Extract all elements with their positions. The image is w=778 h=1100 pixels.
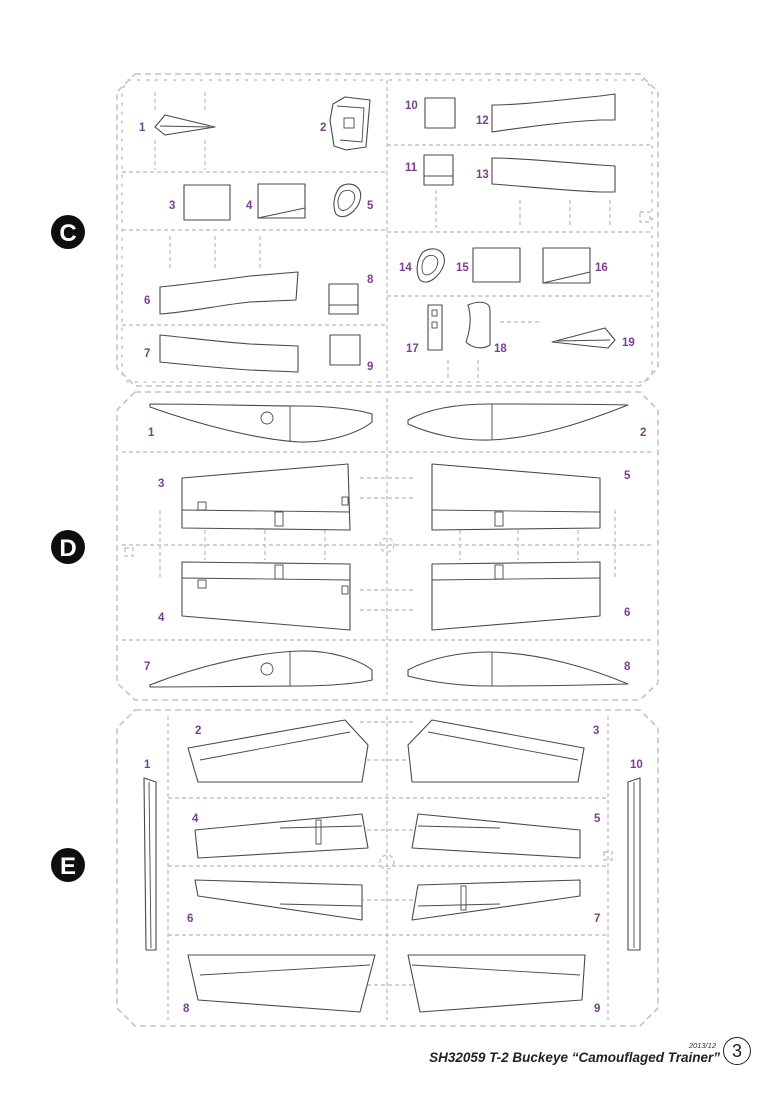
label-c18: 18: [494, 343, 507, 355]
part-d8: [407, 651, 629, 687]
part-c15: [472, 247, 521, 283]
label-c5: 5: [367, 200, 374, 212]
part-e2: [187, 719, 369, 783]
sprue-e: 1 2 3 4 5 6 7 8 9 10 E: [51, 709, 659, 1027]
part-c9: [329, 334, 361, 366]
label-c10: 10: [405, 100, 418, 112]
label-d3: 3: [158, 478, 164, 490]
label-d8: 8: [624, 661, 631, 673]
label-e4: 4: [192, 813, 199, 825]
sprue-d-letter: D: [59, 535, 76, 562]
part-c6: [159, 271, 299, 315]
part-c13: [491, 157, 616, 193]
part-c18: [465, 301, 491, 349]
label-e2: 2: [195, 725, 201, 737]
label-c16: 16: [595, 262, 608, 274]
label-d2: 2: [640, 427, 646, 439]
label-c6: 6: [144, 295, 150, 307]
page-number: 3: [723, 1037, 751, 1065]
label-c9: 9: [367, 361, 373, 373]
sprue-c-badge: [51, 215, 85, 249]
part-c14: [416, 248, 445, 283]
sprue-d-badge: [51, 530, 85, 564]
label-d6: 6: [624, 607, 630, 619]
label-c15: 15: [456, 262, 469, 274]
sprue-e-letter: E: [60, 853, 76, 880]
part-e7: [411, 879, 581, 921]
label-e1: 1: [144, 759, 151, 771]
part-e9: [407, 954, 586, 1013]
label-d4: 4: [158, 612, 165, 624]
part-e3: [407, 719, 585, 783]
label-e8: 8: [183, 1003, 190, 1015]
part-d4: [181, 561, 351, 631]
part-e5: [411, 813, 581, 859]
part-c2: [329, 96, 371, 151]
label-d5: 5: [624, 470, 631, 482]
label-e6: 6: [187, 913, 193, 925]
label-c2: 2: [320, 122, 326, 134]
part-d3: [181, 463, 351, 531]
part-c10: [424, 97, 456, 129]
part-c1: [154, 114, 216, 136]
sprue-d: 1 2 3 4 5 6 7 8 D: [51, 391, 659, 701]
label-d1: 1: [148, 427, 155, 439]
part-c3: [183, 184, 231, 221]
label-c19: 19: [622, 337, 635, 349]
part-c5: [333, 183, 362, 218]
part-e4: [194, 813, 369, 859]
part-c12: [491, 93, 616, 133]
part-c8: [328, 283, 359, 315]
part-e6: [194, 879, 363, 921]
label-e9: 9: [594, 1003, 600, 1015]
label-c4: 4: [246, 200, 253, 212]
label-c14: 14: [399, 262, 412, 274]
part-c11: [423, 154, 454, 186]
label-e10: 10: [630, 759, 643, 771]
part-c7: [159, 334, 299, 373]
label-c13: 13: [476, 169, 489, 181]
label-c3: 3: [169, 200, 175, 212]
part-d1: [149, 403, 373, 443]
label-c11: 11: [405, 162, 418, 174]
label-e3: 3: [593, 725, 599, 737]
part-c16: [542, 247, 591, 284]
label-c17: 17: [406, 343, 419, 355]
part-c17: [427, 304, 443, 351]
sprue-c-letter: C: [59, 220, 76, 247]
part-d5: [431, 463, 601, 531]
part-d6: [431, 561, 601, 631]
label-c7: 7: [144, 348, 150, 360]
sprue-e-badge: [51, 848, 85, 882]
part-c19: [551, 327, 616, 349]
part-c4: [257, 183, 306, 219]
label-c12: 12: [476, 115, 489, 127]
label-e5: 5: [594, 813, 601, 825]
footer-date: 2013/12: [688, 1041, 716, 1050]
footer-title: SH32059 T-2 Buckeye “Camouflaged Trainer…: [429, 1050, 720, 1065]
sprue-c: 1 2 3 4 5 6 7 8 9 10 11 12 13 14 15 16 1…: [51, 73, 659, 387]
label-e7: 7: [594, 913, 600, 925]
label-d7: 7: [144, 661, 150, 673]
label-c8: 8: [367, 274, 374, 286]
label-c1: 1: [139, 122, 146, 134]
part-e8: [187, 954, 376, 1013]
part-d2: [407, 403, 629, 441]
